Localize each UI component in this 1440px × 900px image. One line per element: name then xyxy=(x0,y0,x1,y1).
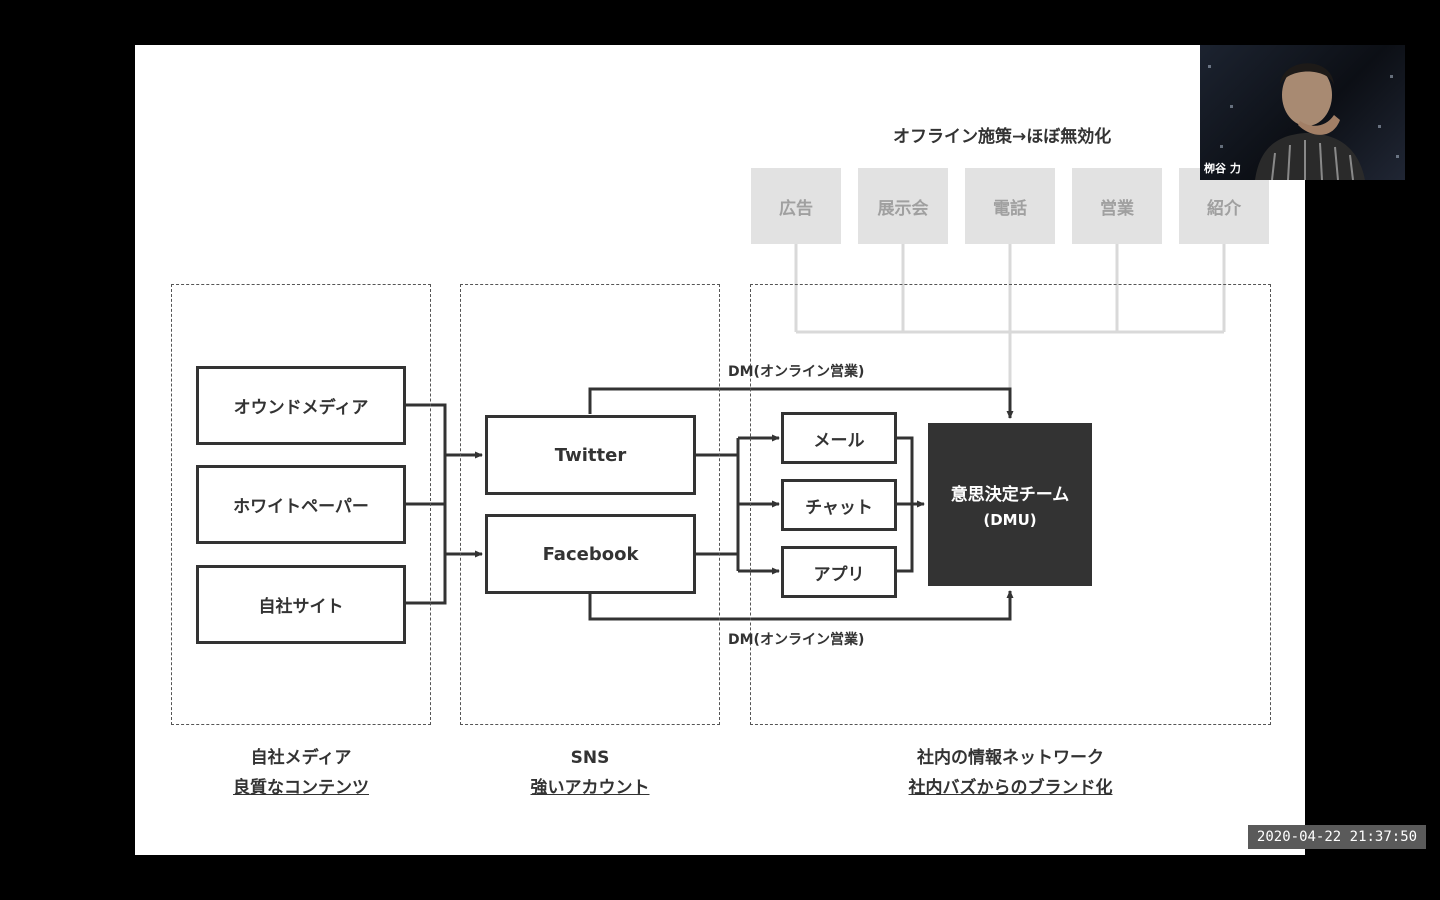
network-caption: 社内の情報ネットワーク 社内バズからのブランド化 xyxy=(750,743,1271,803)
sns-caption: SNS 強いアカウント xyxy=(460,743,720,803)
timestamp-overlay: 2020-04-22 21:37:50 xyxy=(1248,825,1426,849)
dm-label-top: DM(オンライン営業) xyxy=(728,361,864,381)
dmu-subtitle: (DMU) xyxy=(983,511,1036,529)
owned-media-box: オウンドメディア xyxy=(196,366,406,445)
offline-item-ad: 広告 xyxy=(751,168,841,244)
offline-item-phone: 電話 xyxy=(965,168,1055,244)
owned-media-caption-title: 自社メディア xyxy=(171,743,431,773)
offline-item-exhibition: 展示会 xyxy=(858,168,948,244)
sns-group xyxy=(460,284,720,725)
network-caption-title: 社内の情報ネットワーク xyxy=(750,743,1271,773)
participant-name: 栁谷 力 xyxy=(1204,160,1241,176)
app-box: アプリ xyxy=(781,546,897,598)
participant-video[interactable]: 栁谷 力 xyxy=(1200,45,1405,180)
offline-title: オフライン施策→ほぼ無効化 xyxy=(893,122,1111,147)
dm-label-bottom: DM(オンライン営業) xyxy=(728,629,864,649)
owned-media-caption-sub: 良質なコンテンツ xyxy=(171,773,431,803)
sns-caption-sub: 強いアカウント xyxy=(460,773,720,803)
dmu-title: 意思決定チーム xyxy=(951,480,1070,505)
twitter-box: Twitter xyxy=(485,415,696,495)
offline-item-sales: 営業 xyxy=(1072,168,1162,244)
network-caption-sub: 社内バズからのブランド化 xyxy=(750,773,1271,803)
owned-media-caption: 自社メディア 良質なコンテンツ xyxy=(171,743,431,803)
chat-box: チャット xyxy=(781,479,897,531)
dmu-box: 意思決定チーム (DMU) xyxy=(928,423,1092,586)
corporate-site-box: 自社サイト xyxy=(196,565,406,644)
mail-box: メール xyxy=(781,412,897,464)
facebook-box: Facebook xyxy=(485,514,696,594)
whitepaper-box: ホワイトペーパー xyxy=(196,465,406,544)
sns-caption-title: SNS xyxy=(460,743,720,773)
